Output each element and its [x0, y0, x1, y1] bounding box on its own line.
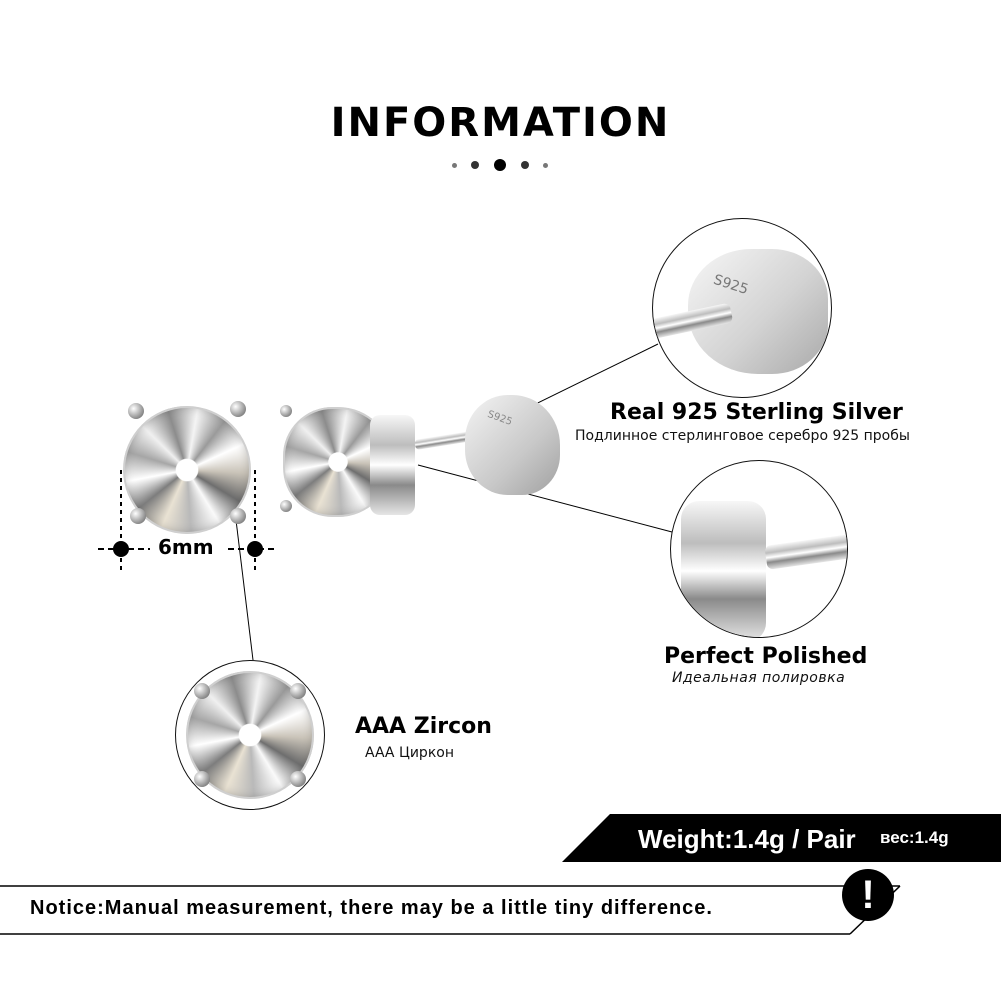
weight-label-ru: вес:1.4g	[880, 828, 949, 847]
dot-icon	[543, 163, 548, 168]
feature-subtitle-polished: Идеальная полировка	[672, 670, 846, 686]
polished-closeup-circle	[670, 460, 848, 638]
alert-icon: !	[842, 869, 894, 921]
earring-side-view: S925	[275, 395, 565, 525]
dimension-label: 6mm	[158, 535, 214, 559]
feature-subtitle-zircon: AAA Циркон	[365, 745, 454, 761]
prong-icon	[130, 508, 146, 524]
feature-subtitle-silver: Подлинное стерлинговое серебро 925 пробы	[575, 428, 910, 444]
setting-basket	[370, 415, 415, 515]
silver-closeup-circle: S925	[652, 218, 832, 398]
feature-title-silver: Real 925 Sterling Silver	[610, 400, 903, 425]
zircon-closeup-circle	[175, 660, 325, 810]
prong-icon	[280, 500, 292, 512]
setting-closeup	[681, 501, 766, 637]
dot-icon	[494, 159, 506, 171]
prong-icon	[194, 771, 210, 787]
prong-icon	[128, 403, 144, 419]
prong-icon	[290, 771, 306, 787]
dot-icon	[471, 161, 479, 169]
feature-title-polished: Perfect Polished	[664, 644, 868, 669]
prong-icon	[290, 683, 306, 699]
prong-icon	[230, 508, 246, 524]
earring-back	[465, 395, 560, 495]
weight-banner	[562, 814, 1001, 862]
dot-icon	[521, 161, 529, 169]
prong-icon	[280, 405, 292, 417]
feature-title-zircon: AAA Zircon	[355, 714, 492, 739]
page-title: INFORMATION	[330, 100, 671, 146]
dot-icon	[452, 163, 457, 168]
title-decoration-dots	[450, 158, 550, 172]
prong-icon	[230, 401, 246, 417]
earring-front-view	[118, 398, 258, 538]
prong-icon	[194, 683, 210, 699]
weight-label: Weight:1.4g / Pair	[638, 824, 856, 854]
notice-text: Notice:Manual measurement, there may be …	[30, 897, 713, 919]
